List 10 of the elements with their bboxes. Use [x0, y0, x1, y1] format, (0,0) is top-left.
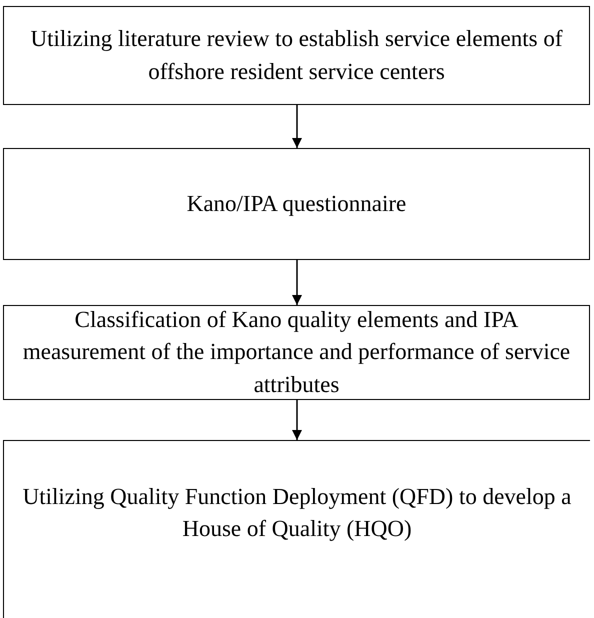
step-text: Kano/IPA questionnaire: [186, 190, 406, 218]
step-text: Utilizing Quality Function Deployment (QFD) to develop a House of Quality (HQO): [22, 483, 572, 544]
process-box: [3, 440, 590, 618]
arrow: [292, 105, 302, 148]
step-text: Classification of Kano quality elements and IPA measurement of the importance and performance of service attributes: [22, 306, 572, 399]
arrow: [292, 260, 302, 305]
arrow: [292, 400, 302, 440]
process-box: [3, 6, 590, 105]
process-box: [3, 148, 590, 260]
step-text: Utilizing literature review to establish service elements of offshore resident service centers: [29, 25, 564, 86]
